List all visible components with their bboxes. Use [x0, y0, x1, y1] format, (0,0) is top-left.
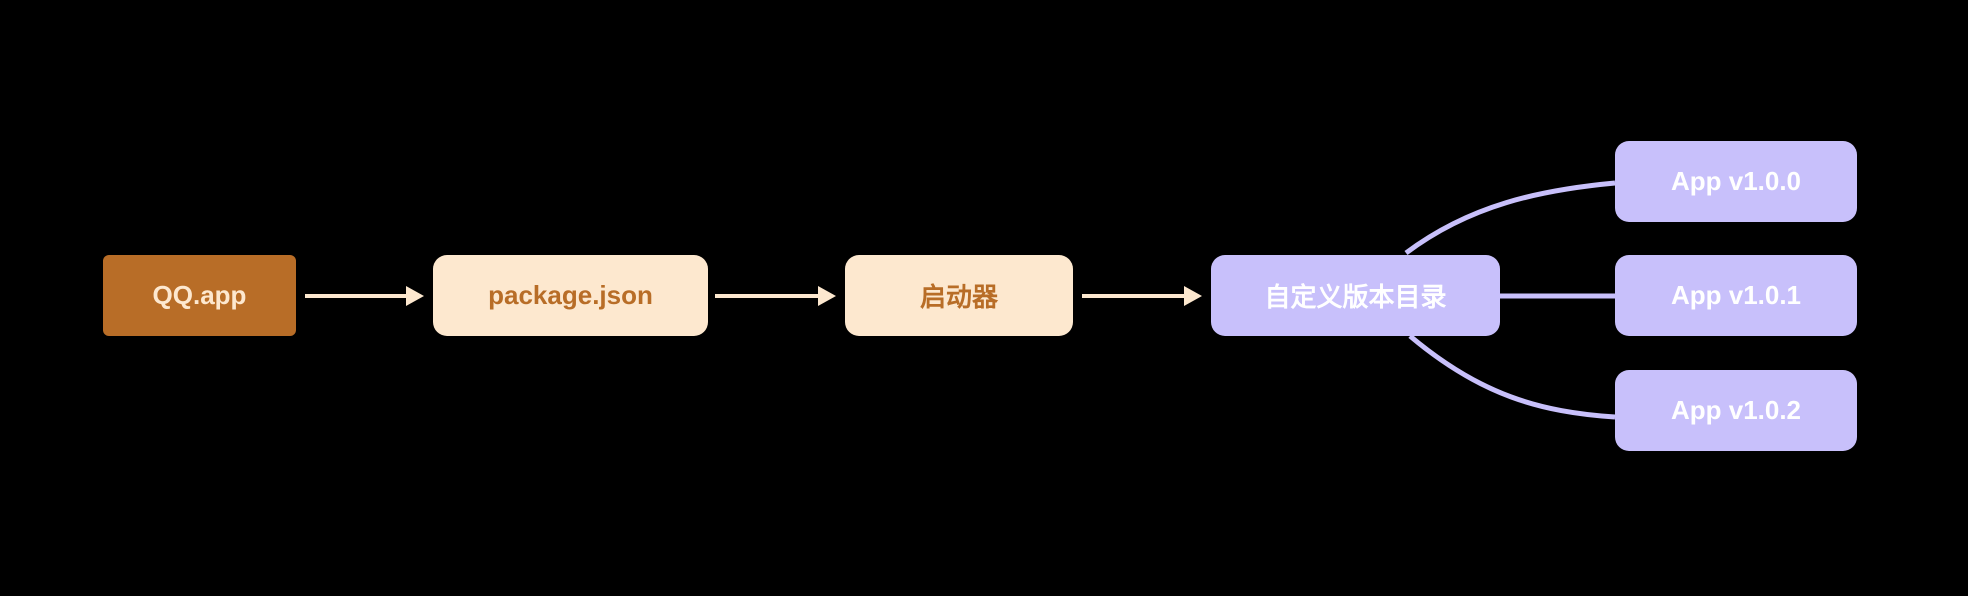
node-label: 启动器 — [919, 282, 998, 312]
node-app-v1-0-2: App v1.0.2 — [1615, 370, 1857, 451]
arrowhead — [1184, 286, 1202, 306]
node-label: App v1.0.1 — [1670, 280, 1802, 310]
edge-custom-to-v102 — [1408, 334, 1616, 420]
node-label: QQ.app — [152, 280, 247, 310]
node-package-json: package.json — [433, 255, 708, 336]
arrowhead — [406, 286, 424, 306]
node-custom-version-dir: 自定义版本目录 — [1211, 255, 1500, 336]
node-label: App v1.0.0 — [1670, 166, 1802, 196]
edge-custom-to-v100 — [1404, 180, 1616, 256]
node-app-v1-0-0: App v1.0.0 — [1615, 141, 1857, 222]
node-label: 自定义版本目录 — [1264, 282, 1447, 312]
node-label: App v1.0.2 — [1670, 395, 1802, 425]
arrowhead — [818, 286, 836, 306]
node-app-v1-0-1: App v1.0.1 — [1615, 255, 1857, 336]
node-label: package.json — [488, 280, 653, 310]
node-launcher: 启动器 — [845, 255, 1073, 336]
node-qq-app: QQ.app — [103, 255, 296, 336]
